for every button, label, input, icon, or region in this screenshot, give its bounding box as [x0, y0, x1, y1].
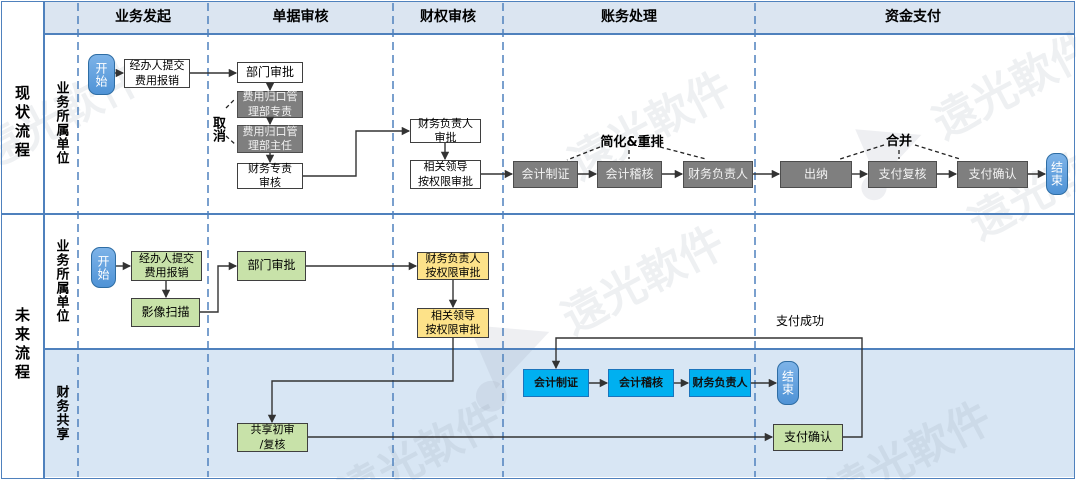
phase-header-document-review: 单据审核: [272, 9, 329, 25]
sublane-label-financial-shared-services: 财务共享: [53, 384, 69, 441]
node-current-cashier: 出纳: [780, 161, 852, 188]
header-bottom-border: [44, 33, 1074, 35]
row-label-current-process: 现状流程: [13, 85, 31, 161]
future-sublane-divider: [44, 348, 1074, 350]
node-future-end: 结束: [777, 361, 799, 405]
node-future-image-scan: 影像扫描: [131, 298, 200, 327]
annotation-payment-success: 支付成功: [775, 314, 824, 328]
row-label-divider: [43, 2, 45, 478]
node-current-finance-responsible: 财务负责人: [683, 161, 753, 188]
node-current-payment-confirm: 支付确认: [957, 161, 1028, 188]
node-current-leader-approval: 相关领导 按权限审批: [410, 160, 481, 189]
node-current-start: 开始: [88, 54, 115, 95]
sublane-label-current-business-unit: 业务所属单位: [53, 81, 69, 165]
node-future-department-approval: 部门审批: [237, 251, 306, 281]
node-current-finance-specialist-review: 财务专责 审核: [237, 162, 303, 189]
phase-header-business-initiation: 业务发起: [115, 9, 171, 25]
node-current-fee-dept-director: 费用归口管 理部主任: [237, 125, 303, 153]
node-current-fee-dept-specialist: 费用归口管 理部专责: [237, 90, 303, 118]
phase-header-accounting-processing: 账务处理: [601, 9, 657, 25]
yg-logo-icon: [468, 324, 550, 412]
annotation-simplify-rearrange: 简化&重排: [600, 135, 664, 150]
watermark: 遠光軟件: [432, 187, 745, 423]
node-future-start: 开始: [91, 247, 116, 288]
node-current-finance-head-approval: 财务负责人 审批: [410, 117, 481, 144]
sublane-label-future-business-unit: 业务所属单位: [53, 238, 69, 323]
node-future-finance-head-approval: 财务负责人 按权限审批: [417, 252, 489, 280]
node-future-shared-initial-review: 共享初审 /复核: [237, 423, 308, 452]
phase-header-financial-authority-review: 财权审核: [420, 9, 476, 25]
phase-header-fund-payment: 资金支付: [885, 9, 941, 25]
node-future-submit-expense: 经办人提交 费用报销: [131, 251, 202, 281]
annotation-merge: 合并: [885, 134, 912, 149]
current-future-divider: [2, 213, 1074, 215]
node-current-department-approval: 部门审批: [237, 62, 303, 83]
annotation-cancel: 取消: [210, 116, 225, 142]
node-current-payment-review: 支付复核: [868, 161, 937, 188]
row-label-future-process: 未来流程: [13, 307, 31, 383]
node-future-accounting-voucher: 会计制证: [523, 369, 589, 397]
node-future-finance-responsible: 财务负责人: [689, 369, 751, 397]
node-current-submit-expense: 经办人提交 费用报销: [124, 59, 190, 88]
node-current-accounting-audit: 会计稽核: [597, 161, 662, 188]
node-future-payment-confirm: 支付确认: [773, 424, 843, 451]
node-future-leader-approval: 相关领导 按权限审批: [417, 308, 489, 338]
node-future-accounting-audit: 会计稽核: [608, 369, 674, 397]
header-band-background: [44, 2, 1074, 33]
node-current-accounting-voucher: 会计制证: [513, 161, 578, 188]
node-current-end: 结束: [1046, 153, 1068, 195]
